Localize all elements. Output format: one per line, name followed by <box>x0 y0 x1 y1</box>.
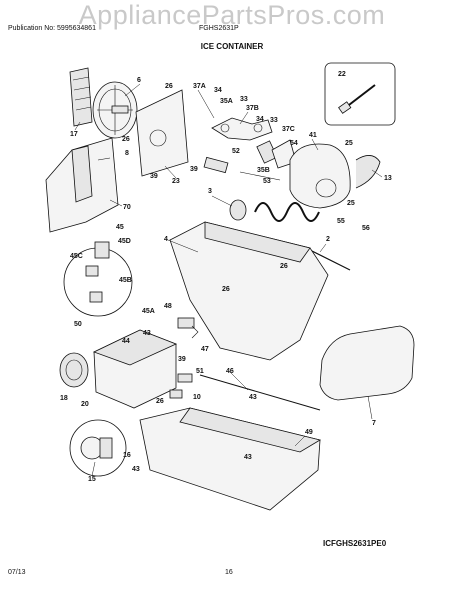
callout-33: 33 <box>240 96 248 103</box>
callout-50: 50 <box>74 321 82 328</box>
callout-45d: 45D <box>118 238 131 245</box>
callout-34: 34 <box>214 87 222 94</box>
publication-number: Publication No: 5995634861 <box>8 25 96 32</box>
callout-45: 45 <box>116 224 124 231</box>
callout-26: 26 <box>280 263 288 270</box>
leader-lines <box>74 83 383 477</box>
part-10 <box>169 389 183 399</box>
callout-43: 43 <box>132 466 140 473</box>
part-16-lamp-inset <box>69 419 127 477</box>
callout-47: 47 <box>201 346 209 353</box>
part-23-plate <box>135 89 189 177</box>
part-45-inset <box>63 241 133 317</box>
footer-date: 07/13 <box>8 569 26 576</box>
callout-26: 26 <box>156 398 164 405</box>
callout-35a: 35A <box>220 98 233 105</box>
callout-3: 3 <box>208 188 212 195</box>
callout-37b: 37B <box>246 105 259 112</box>
part-17-pad <box>69 67 93 127</box>
part-3-and-2-auger <box>229 199 351 271</box>
callout-25: 25 <box>345 140 353 147</box>
watermark: AppliancePartsPros.com <box>78 0 386 30</box>
callout-labels: 6 26 37A 34 35A 33 37B 34 33 22 17 26 8 … <box>60 71 392 483</box>
diagram-code: ICFGHS2631PE0 <box>323 539 387 548</box>
callout-26: 26 <box>165 83 173 90</box>
part-53-rod <box>239 171 281 181</box>
callout-39: 39 <box>150 173 158 180</box>
crank-assembly <box>211 117 297 169</box>
part-51 <box>177 373 193 383</box>
page-title: ICE CONTAINER <box>200 42 264 51</box>
callout-41: 41 <box>309 132 317 139</box>
footer-page-number: 16 <box>225 569 233 576</box>
callout-45c: 45C <box>70 253 83 260</box>
callout-46: 46 <box>226 368 234 375</box>
callout-43: 43 <box>244 454 252 461</box>
part-6-auger-wheel <box>92 81 138 139</box>
callout-4: 4 <box>164 236 168 243</box>
callout-43: 43 <box>143 330 151 337</box>
part-49-frame <box>139 407 322 511</box>
part-70-housing <box>45 137 119 233</box>
callout-10: 10 <box>193 394 201 401</box>
part-48-switch <box>177 317 195 329</box>
callout-45a: 45A <box>142 308 155 315</box>
callout-15: 15 <box>88 476 96 483</box>
callout-26: 26 <box>122 136 130 143</box>
callout-51: 51 <box>196 368 204 375</box>
part-44-box <box>92 329 178 409</box>
callout-55: 55 <box>337 218 345 225</box>
callout-22: 22 <box>338 71 346 78</box>
callout-52: 52 <box>232 148 240 155</box>
part-52-shaft <box>203 156 229 174</box>
callout-8: 8 <box>125 150 129 157</box>
callout-20: 20 <box>81 401 89 408</box>
callout-49: 49 <box>305 429 313 436</box>
callout-6: 6 <box>137 77 141 84</box>
part-47-spring <box>191 325 199 339</box>
callout-56: 56 <box>362 225 370 232</box>
callout-35b: 35B <box>257 167 270 174</box>
callout-17: 17 <box>70 131 78 138</box>
callout-33: 33 <box>270 117 278 124</box>
part-41-motor-housing <box>289 143 351 209</box>
callout-26: 26 <box>222 286 230 293</box>
callout-54: 54 <box>290 140 298 147</box>
callout-7: 7 <box>372 420 376 427</box>
callout-34: 34 <box>256 116 264 123</box>
callout-45b: 45B <box>119 277 132 284</box>
inset-box-22 <box>324 62 396 126</box>
callout-39: 39 <box>190 166 198 173</box>
callout-44: 44 <box>122 338 130 345</box>
model-number: FGHS2631P <box>199 25 239 32</box>
callout-13: 13 <box>384 175 392 182</box>
part-46-rod <box>199 374 321 411</box>
callout-53: 53 <box>263 178 271 185</box>
callout-37c: 37C <box>282 126 295 133</box>
callout-70: 70 <box>123 204 131 211</box>
callout-16: 16 <box>123 452 131 459</box>
callout-2: 2 <box>326 236 330 243</box>
callout-39: 39 <box>178 356 186 363</box>
callout-48: 48 <box>164 303 172 310</box>
part-7-cover <box>319 325 415 401</box>
callout-18: 18 <box>60 395 68 402</box>
part-4-ice-container <box>169 221 329 361</box>
part-13-bracket <box>355 155 381 189</box>
callout-43: 43 <box>249 394 257 401</box>
callout-23: 23 <box>172 178 180 185</box>
part-18-motor <box>59 352 89 388</box>
callout-25: 25 <box>347 200 355 207</box>
callout-37a: 37A <box>193 83 206 90</box>
